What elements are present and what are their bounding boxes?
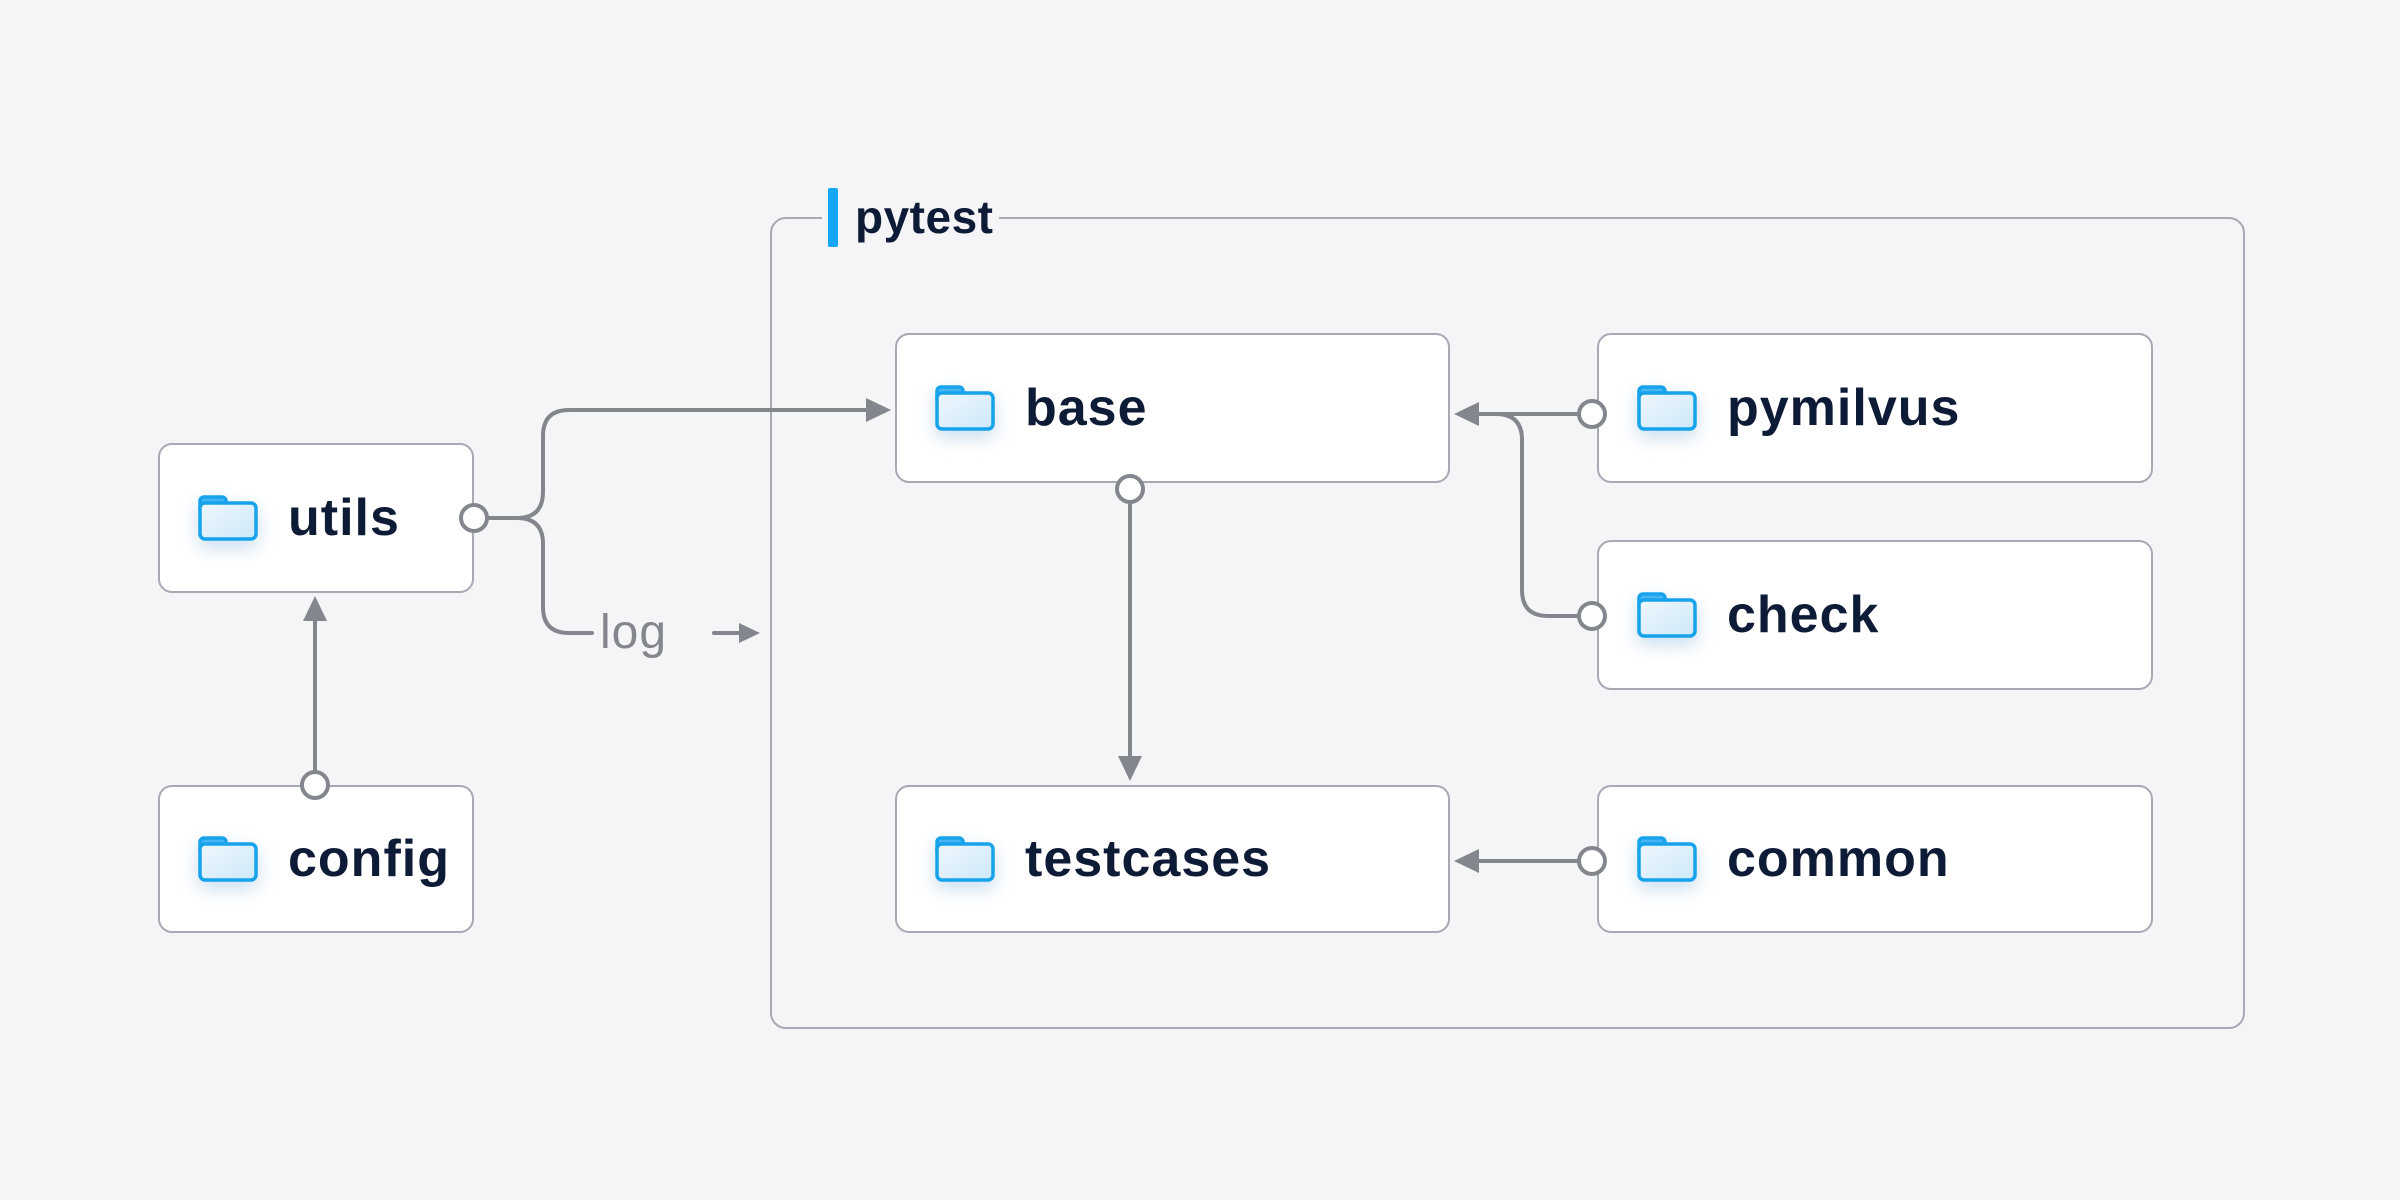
pytest-group-label: pytest	[822, 186, 1000, 248]
node-label: check	[1727, 586, 1880, 644]
folder-icon	[935, 385, 995, 431]
node-common: common	[1597, 785, 2153, 933]
node-label: config	[288, 830, 450, 888]
node-check: check	[1597, 540, 2153, 690]
node-base: base	[895, 333, 1450, 483]
node-label: base	[1025, 379, 1148, 437]
group-label-text: pytest	[855, 191, 994, 243]
folder-icon	[1637, 592, 1697, 638]
node-utils: utils	[158, 443, 474, 593]
node-label: common	[1727, 830, 1950, 888]
accent-bar-icon	[828, 187, 838, 247]
node-config: config	[158, 785, 474, 933]
node-label: pymilvus	[1727, 379, 1961, 437]
folder-icon	[198, 836, 258, 882]
folder-icon	[198, 495, 258, 541]
folder-icon	[1637, 836, 1697, 882]
node-label: testcases	[1025, 830, 1272, 888]
folder-icon	[1637, 385, 1697, 431]
folder-icon	[935, 836, 995, 882]
arrowhead-up-icon	[303, 596, 327, 621]
node-testcases: testcases	[895, 785, 1450, 933]
pytest-group	[770, 217, 2245, 1029]
node-pymilvus: pymilvus	[1597, 333, 2153, 483]
node-label: utils	[288, 489, 400, 547]
edge-label-log: log	[600, 606, 668, 659]
edge-utils-log	[485, 516, 594, 635]
arrowhead-right-small-icon	[739, 623, 760, 643]
